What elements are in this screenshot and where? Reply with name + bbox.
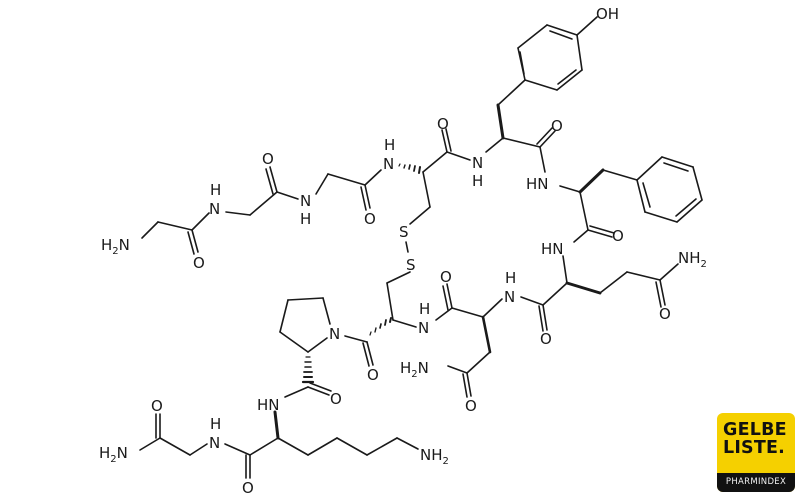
logo-subtitle: PHARMINDEX: [717, 473, 795, 492]
atom-labels: H2N N H O O N H O N H O N H OH O HN O HN…: [99, 5, 707, 497]
svg-text:HN: HN: [541, 240, 564, 258]
svg-text:H: H: [505, 269, 516, 287]
svg-text:O: O: [551, 117, 563, 135]
svg-text:H: H: [419, 300, 430, 318]
svg-text:N: N: [418, 319, 429, 337]
svg-text:O: O: [367, 366, 379, 384]
svg-text:OH: OH: [596, 5, 619, 23]
cys1: [386, 128, 471, 321]
svg-text:O: O: [242, 479, 254, 497]
svg-text:H: H: [210, 181, 221, 199]
svg-text:H: H: [300, 210, 311, 228]
svg-text:O: O: [540, 330, 552, 348]
svg-text:N: N: [329, 325, 340, 343]
svg-text:HN: HN: [257, 396, 280, 414]
svg-text:N: N: [300, 192, 311, 210]
svg-text:NH2: NH2: [420, 446, 449, 467]
svg-text:O: O: [262, 150, 274, 168]
svg-text:H: H: [210, 415, 221, 433]
svg-text:O: O: [659, 305, 671, 323]
svg-text:O: O: [437, 115, 449, 133]
svg-text:S: S: [399, 223, 409, 241]
svg-text:O: O: [151, 397, 163, 415]
gly-chain: [141, 166, 382, 255]
svg-text:O: O: [364, 210, 376, 228]
lys-gly: [139, 410, 419, 479]
svg-text:O: O: [612, 227, 624, 245]
pro: [279, 297, 332, 398]
svg-text:H: H: [384, 136, 395, 154]
phe: [559, 156, 703, 243]
gelbe-liste-logo: GELBE LISTE. PHARMINDEX: [717, 413, 795, 492]
svg-text:N: N: [209, 200, 220, 218]
svg-text:H2N: H2N: [99, 444, 128, 465]
svg-text:H: H: [472, 172, 483, 190]
tyr: [485, 16, 598, 173]
svg-text:HN: HN: [526, 175, 549, 193]
svg-text:N: N: [383, 155, 394, 173]
asn: [435, 283, 503, 398]
svg-text:S: S: [406, 256, 416, 274]
svg-text:H2N: H2N: [400, 359, 429, 380]
svg-text:NH2: NH2: [678, 249, 707, 270]
logo-line1: GELBE: [723, 420, 787, 440]
svg-text:N: N: [209, 434, 220, 452]
cys2: [344, 317, 417, 367]
logo-title: GELBE LISTE.: [723, 421, 787, 457]
svg-text:O: O: [330, 390, 342, 408]
logo-line2: LISTE.: [723, 438, 786, 458]
gln: [520, 255, 679, 332]
svg-text:O: O: [440, 268, 452, 286]
svg-text:N: N: [504, 288, 515, 306]
svg-text:H2N: H2N: [101, 236, 130, 257]
svg-text:O: O: [465, 397, 477, 415]
svg-text:O: O: [193, 254, 205, 272]
svg-text:N: N: [472, 154, 483, 172]
